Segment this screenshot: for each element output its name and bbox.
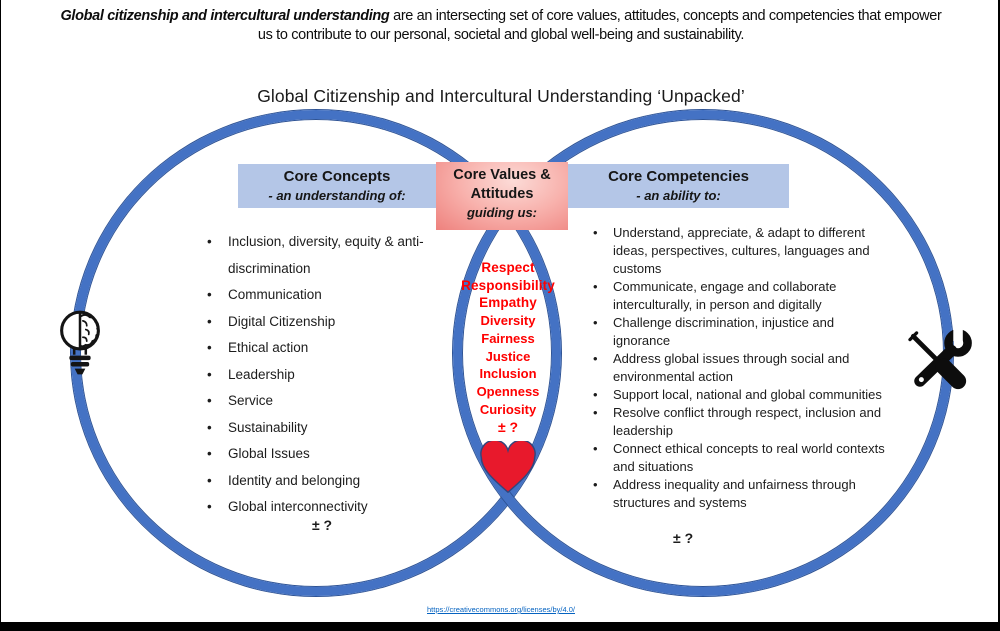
page-title: Global Citizenship and Intercultural Und…	[257, 86, 745, 106]
intro-line2: us to contribute to our personal, societ…	[257, 27, 745, 43]
right-more-indicator: ± ?	[673, 530, 694, 546]
core-competencies-subtitle: - an ability to:	[636, 188, 721, 203]
core-competencies-header: Core Competencies - an ability to:	[568, 164, 789, 208]
core-concepts-list: Inclusion, diversity, equity & anti-disc…	[201, 229, 443, 521]
core-values-list: Respect Responsibility Empathy Diversity…	[444, 259, 572, 436]
list-item: Ethical action	[201, 335, 443, 362]
list-item: Address global issues through social and…	[589, 350, 891, 386]
value-item: Responsibility	[461, 277, 555, 293]
value-item: Curiosity	[479, 401, 537, 417]
core-concepts-header: Core Concepts - an understanding of:	[238, 164, 436, 208]
core-values-header: Core Values & Attitudes guiding us:	[436, 162, 568, 230]
license-link-container: https://creativecommons.org/licenses/by/…	[1, 599, 998, 617]
value-item: Justice	[485, 348, 531, 364]
core-concepts-title: Core Concepts	[283, 168, 391, 185]
list-item: Global interconnectivity	[201, 494, 443, 521]
list-item: Support local, national and global commu…	[589, 386, 891, 404]
list-item: Challenge discrimination, injustice and …	[589, 314, 891, 350]
list-item: Inclusion, diversity, equity & anti-disc…	[201, 229, 443, 282]
value-item: Inclusion	[479, 366, 537, 382]
value-item: Diversity	[480, 313, 536, 329]
list-item: Digital Citizenship	[201, 309, 443, 336]
left-more-indicator: ± ?	[311, 517, 333, 533]
center-more-indicator: ± ?	[497, 419, 519, 436]
list-item: Identity and belonging	[201, 468, 443, 495]
list-item: Sustainability	[201, 415, 443, 442]
value-item: Respect	[481, 260, 535, 275]
list-item: Leadership	[201, 362, 443, 389]
list-item: Connect ethical concepts to real world c…	[589, 440, 891, 476]
list-item: Understand, appreciate, & adapt to diffe…	[589, 224, 891, 278]
value-item: Openness	[476, 383, 540, 399]
bottom-black-bar	[1, 622, 998, 631]
heart-icon	[479, 439, 537, 497]
intro-lead-phrase: Global citizenship and intercultural und…	[60, 8, 390, 24]
list-item: Communication	[201, 282, 443, 309]
value-item: Empathy	[479, 295, 537, 311]
list-item: Address inequality and unfairness throug…	[589, 476, 891, 512]
list-item: Communicate, engage and collaborate inte…	[589, 278, 891, 314]
core-concepts-subtitle: - an understanding of:	[268, 188, 406, 203]
core-values-subtitle: guiding us:	[466, 205, 538, 220]
lightbulb-brain-icon	[60, 310, 100, 375]
list-item: Service	[201, 388, 443, 415]
tools-icon	[908, 322, 972, 390]
value-item: Fairness	[481, 330, 535, 346]
intro-line1-rest: are an intersecting set of core values, …	[389, 8, 942, 24]
license-link[interactable]: https://creativecommons.org/licenses/by/…	[427, 605, 575, 614]
core-values-title-line1: Core Values &	[453, 167, 551, 183]
list-item: Resolve conflict through respect, inclus…	[589, 404, 891, 440]
intro-paragraph: Global citizenship and intercultural und…	[6, 7, 996, 45]
core-values-title-line2: Attitudes	[470, 186, 534, 202]
core-competencies-list: Understand, appreciate, & adapt to diffe…	[589, 224, 891, 512]
list-item: Global Issues	[201, 441, 443, 468]
core-competencies-title: Core Competencies	[608, 168, 749, 185]
